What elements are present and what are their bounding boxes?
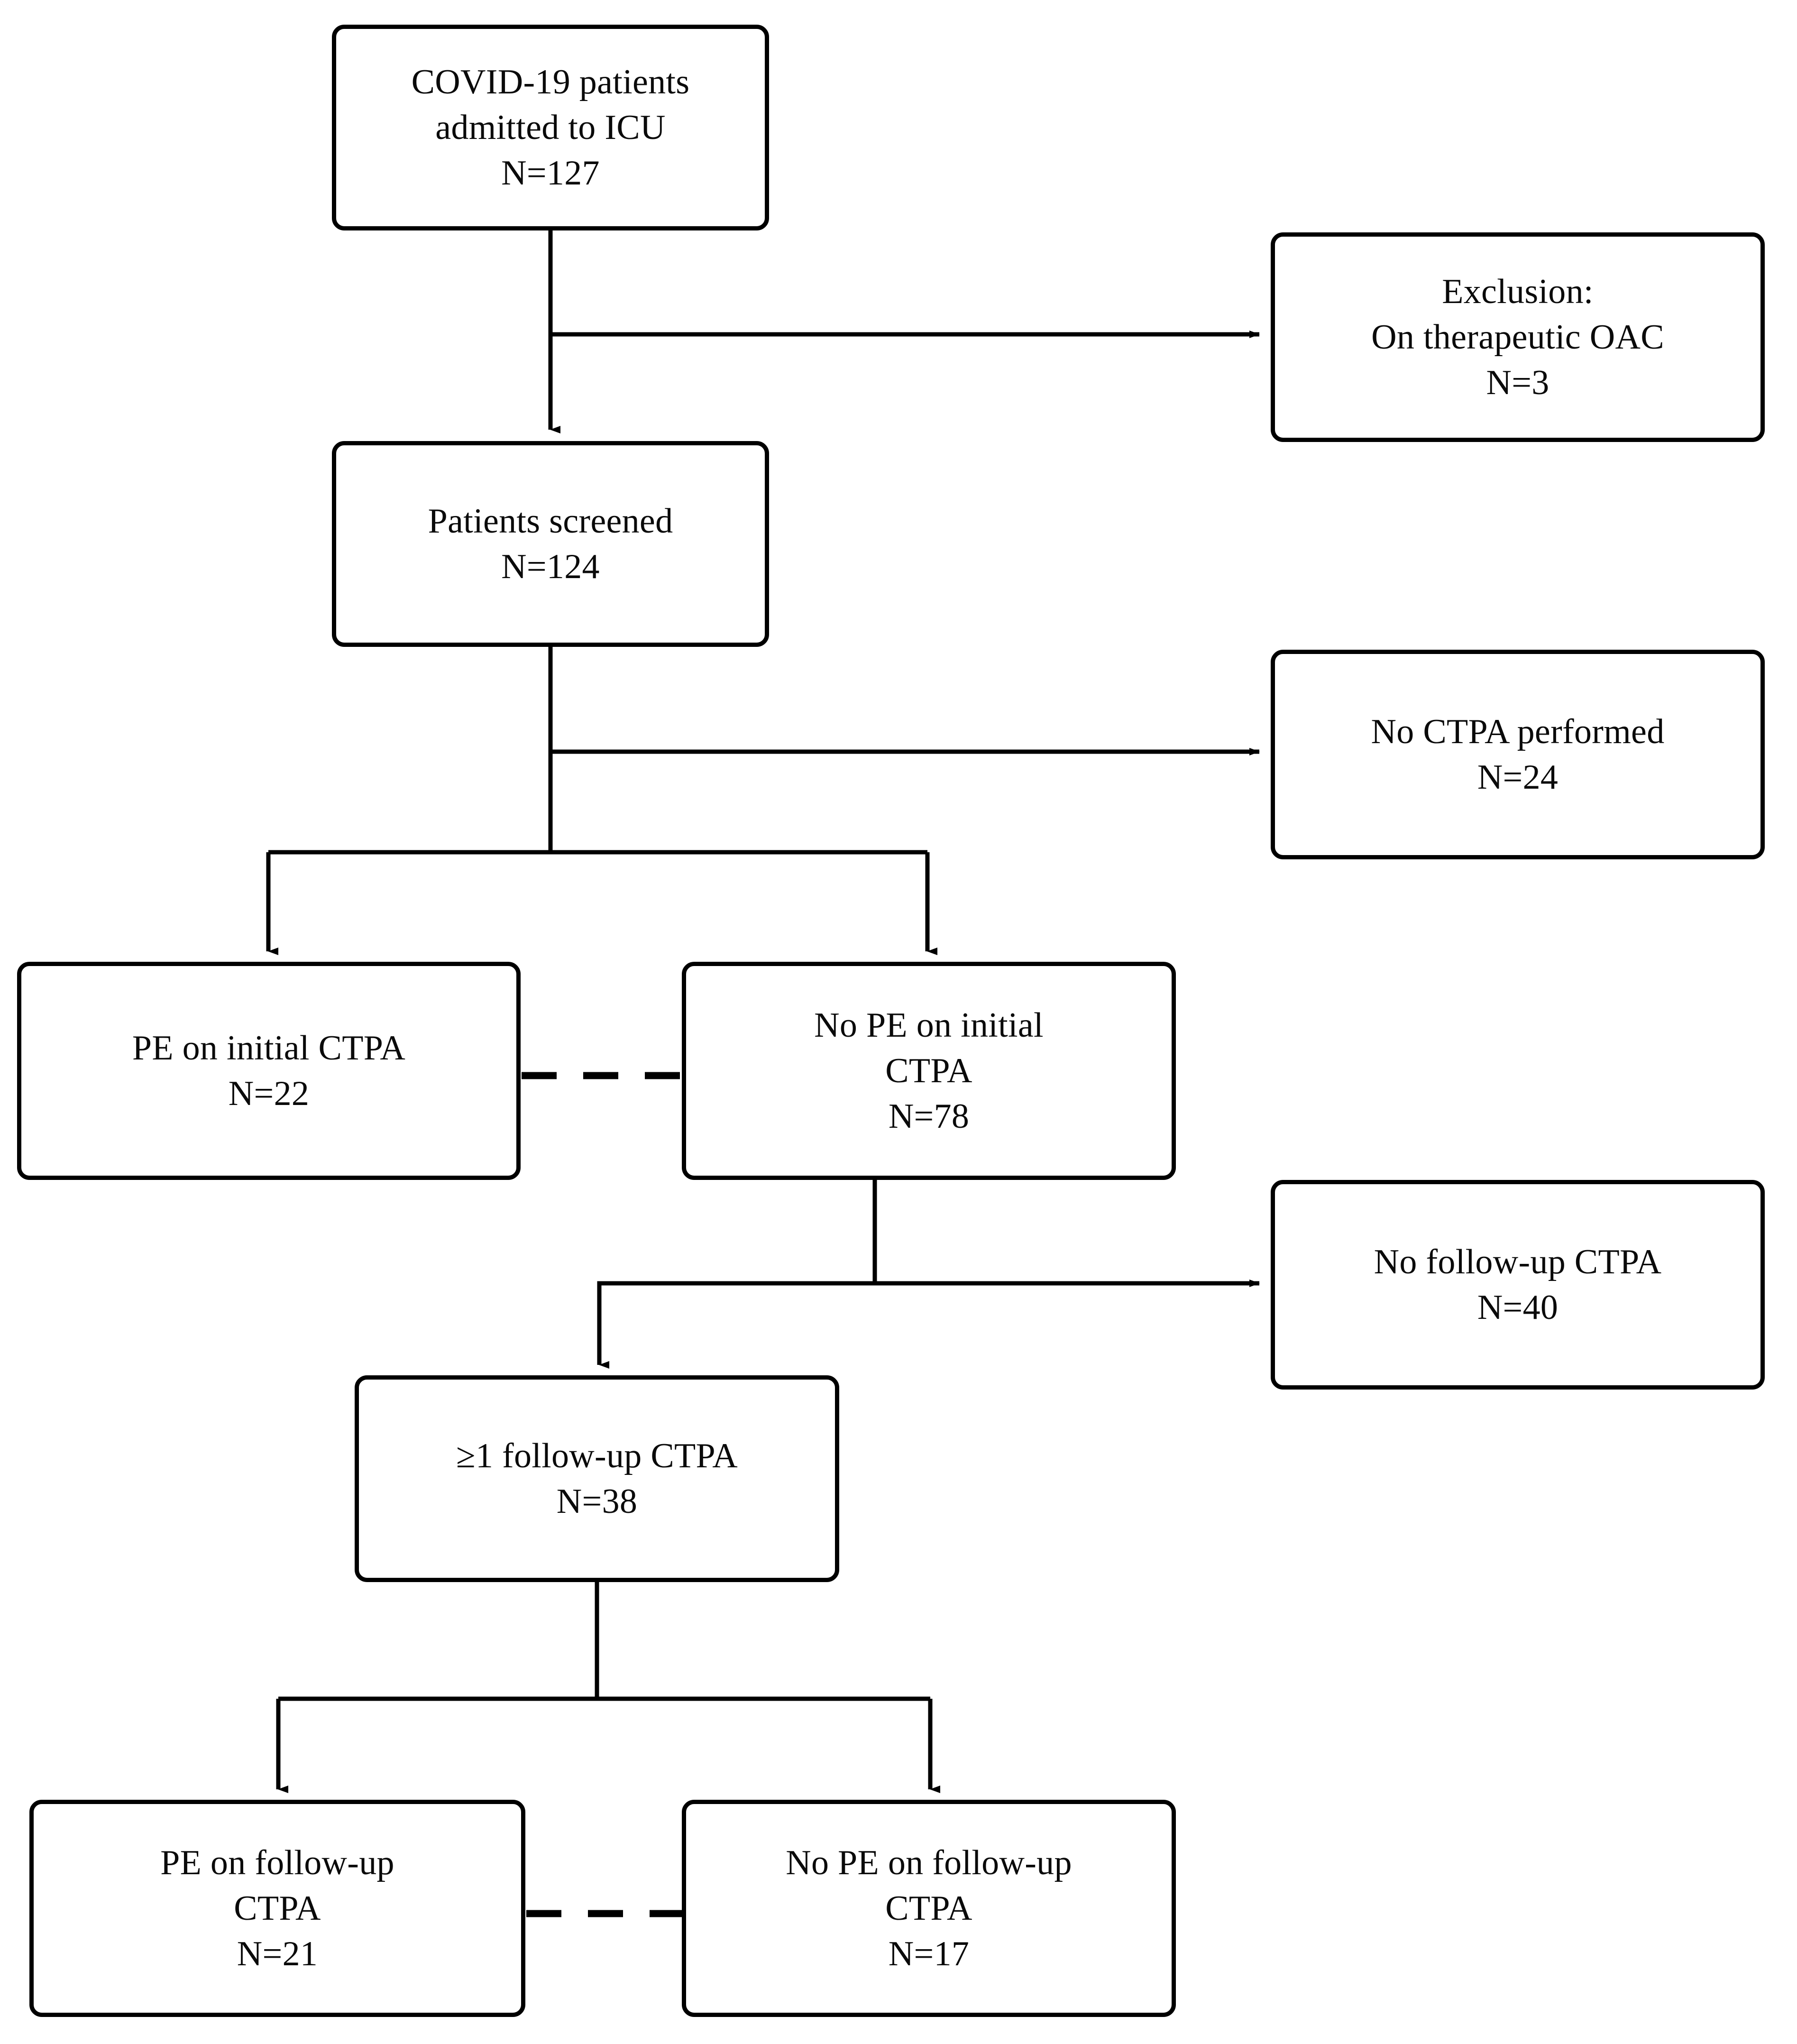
node-exclusion-oac-text: Exclusion: On therapeutic OAC N=3 <box>1371 272 1664 403</box>
node-no-ctpa-performed-text: No CTPA performed N=24 <box>1371 712 1665 797</box>
node-exclusion-oac[interactable]: Exclusion: On therapeutic OAC N=3 <box>1271 232 1765 442</box>
node-pe-on-initial-ctpa[interactable]: PE on initial CTPA N=22 <box>17 962 521 1180</box>
node-ge1-followup-ctpa[interactable]: ≥1 follow-up CTPA N=38 <box>355 1375 839 1582</box>
node-pe-on-followup-ctpa-text: PE on follow-up CTPA N=21 <box>160 1843 394 1974</box>
node-no-pe-on-followup-ctpa[interactable]: No PE on follow-up CTPA N=17 <box>682 1800 1176 2017</box>
node-no-followup-ctpa[interactable]: No follow-up CTPA N=40 <box>1271 1180 1765 1390</box>
node-no-followup-ctpa-text: No follow-up CTPA N=40 <box>1374 1242 1662 1327</box>
node-patients-screened[interactable]: Patients screened N=124 <box>332 441 769 647</box>
node-no-pe-on-initial-ctpa-text: No PE on initial CTPA N=78 <box>814 1005 1044 1136</box>
node-ge1-followup-ctpa-text: ≥1 follow-up CTPA N=38 <box>456 1436 738 1521</box>
node-covid-icu[interactable]: COVID-19 patients admitted to ICU N=127 <box>332 25 769 230</box>
edge-screened-to-no-ctpa <box>548 647 1260 755</box>
node-patients-screened-text: Patients screened N=124 <box>428 501 673 586</box>
node-no-pe-on-initial-ctpa[interactable]: No PE on initial CTPA N=78 <box>682 962 1176 1180</box>
node-pe-on-initial-ctpa-text: PE on initial CTPA N=22 <box>132 1028 406 1113</box>
edge-no-pe-initial-to-ge1-followup <box>597 1281 875 1369</box>
node-covid-icu-text: COVID-19 patients admitted to ICU N=127 <box>411 62 690 193</box>
node-pe-on-followup-ctpa[interactable]: PE on follow-up CTPA N=21 <box>29 1800 525 2017</box>
node-no-ctpa-performed[interactable]: No CTPA performed N=24 <box>1271 650 1765 859</box>
node-no-pe-on-followup-ctpa-text: No PE on follow-up CTPA N=17 <box>786 1843 1072 1974</box>
